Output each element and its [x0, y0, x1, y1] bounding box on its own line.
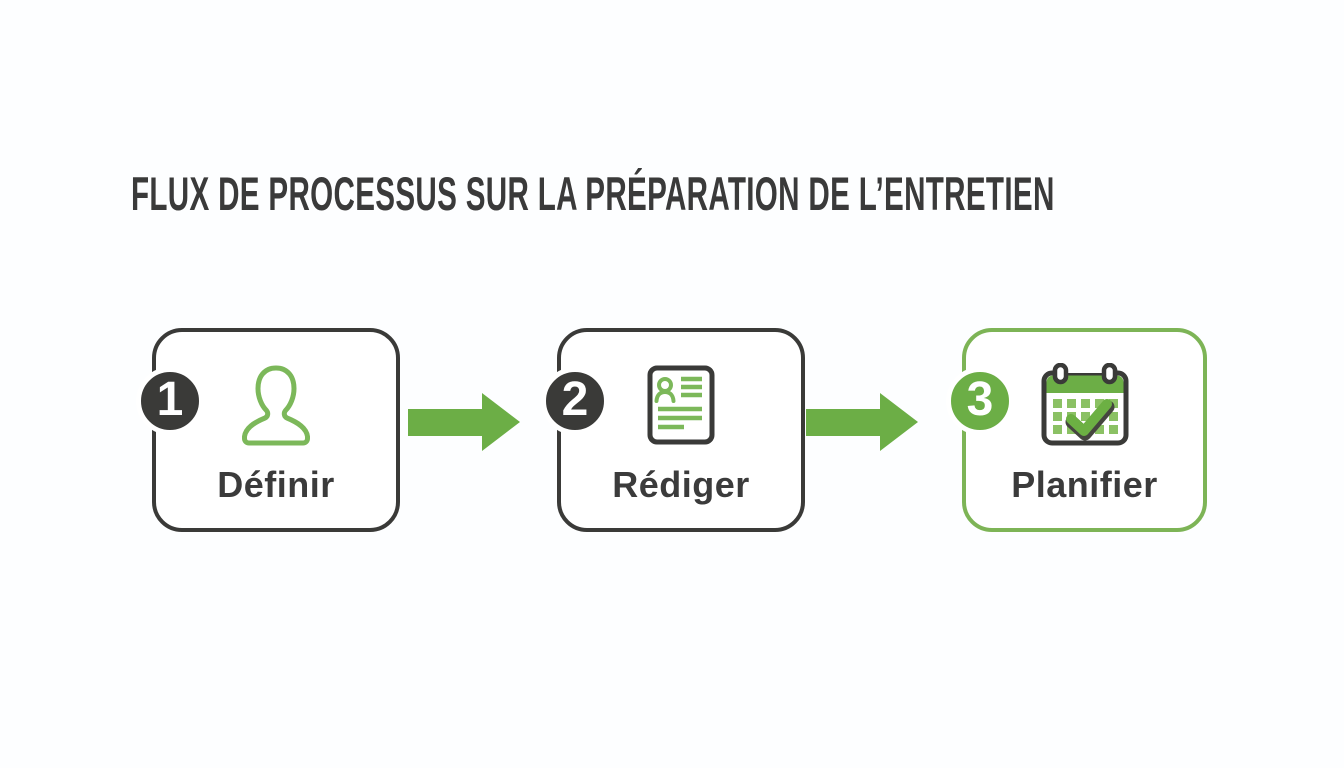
flow-arrow-right-icon — [408, 393, 520, 451]
step-label: Rédiger — [612, 464, 750, 505]
calendar-check-icon — [966, 362, 1203, 448]
person-silhouette-icon — [156, 362, 396, 448]
step-card-planifier: 3 Planifier — [946, 328, 1207, 532]
step-card-definir: 1 Définir — [136, 328, 400, 532]
step-number: 2 — [561, 372, 589, 426]
resume-document-icon — [561, 362, 801, 448]
step-number: 3 — [966, 372, 994, 426]
step-number-badge: 2 — [541, 367, 609, 435]
flow-arrow-right-icon — [806, 393, 918, 451]
page-title: FLUX DE PROCESSUS SUR LA PRÉPARATION DE … — [131, 167, 1055, 220]
step-card-rediger: 2 Rédiger — [541, 328, 805, 532]
step-label: Planifier — [1011, 464, 1158, 505]
step-label: Définir — [217, 464, 335, 505]
step-number: 1 — [156, 372, 184, 426]
step-number-badge: 3 — [946, 367, 1014, 435]
step-number-badge: 1 — [136, 367, 204, 435]
